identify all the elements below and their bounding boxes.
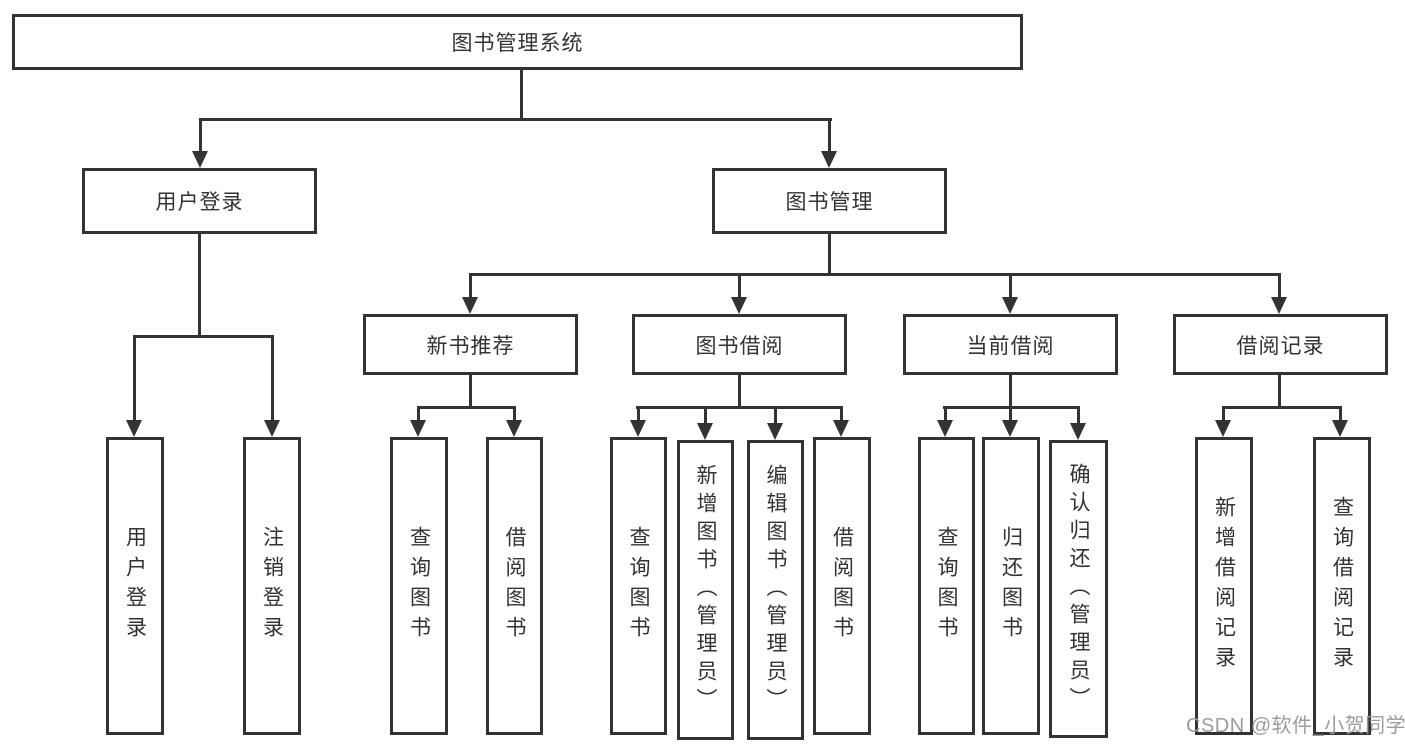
connector-line xyxy=(469,273,472,298)
node-book-borrow: 图书借阅 xyxy=(632,314,847,375)
connector-line xyxy=(199,118,202,152)
node-current-borrow: 当前借阅 xyxy=(903,314,1118,375)
connector-line xyxy=(636,406,842,409)
node-leaf-borrow-borrow-books: 借阅图书 xyxy=(813,437,871,735)
arrow-down-icon xyxy=(697,423,713,440)
arrow-down-icon xyxy=(1215,420,1231,437)
node-leaf-recommend-query-books: 查询图书 xyxy=(390,437,448,735)
arrow-down-icon xyxy=(126,420,142,437)
arrow-down-icon xyxy=(1070,423,1086,440)
node-leaf-add-borrow-record: 新增借阅记录 xyxy=(1195,437,1253,735)
connector-line xyxy=(1009,406,1012,422)
csdn-watermark: CSDN @软件_小贺同学 xyxy=(1186,715,1405,737)
node-leaf-return-books: 归还图书 xyxy=(982,437,1040,735)
connector-line xyxy=(271,335,274,421)
node-leaf-borrow-query-books: 查询图书 xyxy=(610,437,667,735)
arrow-down-icon xyxy=(1002,297,1018,314)
connector-line xyxy=(637,406,640,422)
connector-line xyxy=(1339,406,1342,422)
arrow-down-icon xyxy=(506,420,522,437)
node-leaf-recommend-borrow-books: 借阅图书 xyxy=(486,437,543,735)
arrow-down-icon xyxy=(767,423,783,440)
connector-line xyxy=(513,406,516,422)
node-borrow-records: 借阅记录 xyxy=(1173,314,1388,375)
node-book-management-branch: 图书管理 xyxy=(712,168,947,234)
connector-line xyxy=(828,233,831,276)
node-new-book-recommend: 新书推荐 xyxy=(363,314,578,375)
arrow-down-icon xyxy=(630,420,646,437)
connector-line xyxy=(828,118,831,152)
connector-line xyxy=(1222,406,1342,409)
node-leaf-user-login: 用户登录 xyxy=(106,437,164,735)
connector-line xyxy=(1222,406,1225,422)
arrow-down-icon xyxy=(192,151,208,168)
connector-line xyxy=(1278,375,1281,408)
arrow-down-icon xyxy=(1271,297,1287,314)
node-user-login-branch: 用户登录 xyxy=(82,168,317,234)
arrow-down-icon xyxy=(1332,420,1348,437)
node-leaf-add-books-admin: 新增图书（管理员） xyxy=(677,440,734,740)
connector-line xyxy=(199,118,832,121)
connector-line xyxy=(1009,273,1012,298)
arrow-down-icon xyxy=(462,297,478,314)
connector-line xyxy=(1278,273,1281,298)
connector-line xyxy=(1009,375,1012,408)
connector-line xyxy=(840,406,843,422)
connector-line xyxy=(520,69,523,120)
connector-line xyxy=(704,406,707,425)
node-leaf-query-borrow-record: 查询借阅记录 xyxy=(1313,437,1371,735)
connector-line xyxy=(417,406,420,422)
connector-line xyxy=(944,406,947,422)
connector-line xyxy=(198,233,201,338)
connector-line xyxy=(133,335,274,338)
connector-line xyxy=(133,335,136,421)
arrow-down-icon xyxy=(264,420,280,437)
node-root-system: 图书管理系统 xyxy=(12,14,1023,70)
connector-line xyxy=(469,375,472,408)
connector-line xyxy=(469,273,1281,276)
node-leaf-edit-books-admin: 编辑图书（管理员） xyxy=(747,440,804,740)
node-leaf-current-query-books: 查询图书 xyxy=(918,437,975,735)
arrow-down-icon xyxy=(937,420,953,437)
arrow-down-icon xyxy=(833,420,849,437)
connector-line xyxy=(738,375,741,408)
connector-line xyxy=(774,406,777,425)
node-leaf-confirm-return-admin: 确认归还（管理员） xyxy=(1049,440,1108,738)
arrow-down-icon xyxy=(410,420,426,437)
node-leaf-logout: 注销登录 xyxy=(243,437,301,735)
connector-line xyxy=(1077,406,1080,425)
arrow-down-icon xyxy=(821,151,837,168)
arrow-down-icon xyxy=(731,297,747,314)
connector-line xyxy=(417,406,516,409)
arrow-down-icon xyxy=(1002,420,1018,437)
connector-line xyxy=(738,273,741,298)
